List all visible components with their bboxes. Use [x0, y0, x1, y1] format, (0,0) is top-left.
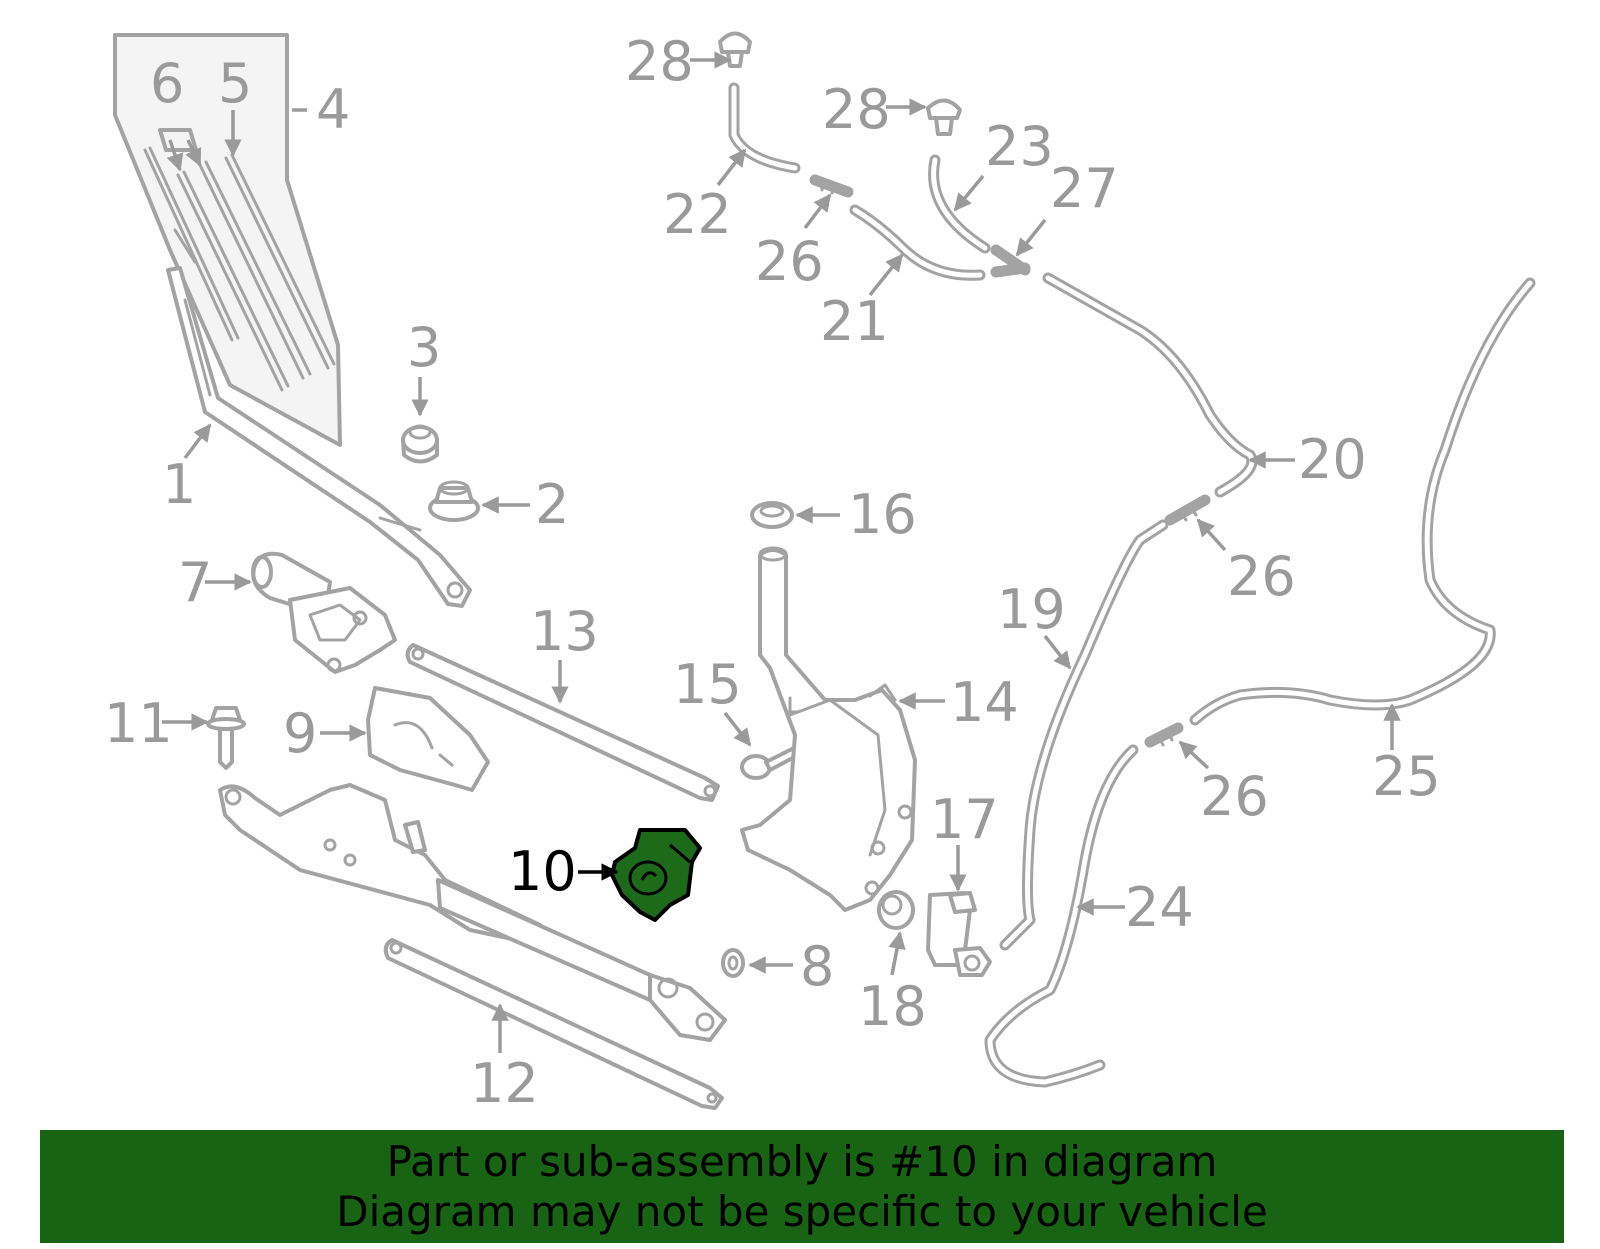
callout-2: 2 — [535, 473, 569, 536]
callout-16: 16 — [848, 483, 917, 546]
callout-14: 14 — [950, 671, 1019, 734]
callout-3: 3 — [407, 316, 441, 379]
callout-9: 9 — [283, 702, 317, 765]
callout-28-b: 28 — [822, 78, 891, 141]
nut — [428, 480, 480, 522]
callout-26-c: 26 — [1200, 765, 1269, 828]
callout-numbers: 1 2 3 4 5 6 7 8 9 10 11 12 13 14 15 16 1… — [104, 30, 1441, 1115]
banner-line-1: Part or sub-assembly is #10 in diagram — [386, 1136, 1218, 1186]
callout-19: 19 — [997, 578, 1066, 641]
callout-10: 10 — [508, 840, 577, 903]
callout-26-b: 26 — [1227, 545, 1296, 608]
callout-4: 4 — [316, 78, 350, 141]
callout-11: 11 — [104, 692, 173, 755]
callout-15: 15 — [673, 653, 742, 716]
wiper-linkage-frame — [218, 783, 727, 1042]
callout-18: 18 — [858, 975, 927, 1038]
callout-8: 8 — [800, 935, 834, 998]
callout-24: 24 — [1125, 876, 1194, 939]
callout-6: 6 — [150, 52, 184, 115]
grommet — [401, 424, 439, 464]
callout-13: 13 — [530, 600, 599, 663]
washer-pump — [926, 891, 992, 977]
pump-grommet — [877, 890, 915, 930]
bolt — [206, 706, 246, 770]
motor-cover — [366, 686, 490, 792]
callout-7: 7 — [178, 551, 212, 614]
highlighted-part-10 — [610, 828, 702, 922]
callout-21: 21 — [820, 290, 889, 353]
info-banner: Part or sub-assembly is #10 in diagram D… — [40, 1130, 1564, 1243]
callout-20: 20 — [1298, 428, 1367, 491]
washer-nozzles — [718, 31, 962, 136]
callout-23: 23 — [985, 115, 1054, 178]
callout-26-a: 26 — [755, 230, 824, 293]
banner-line-2: Diagram may not be specific to your vehi… — [336, 1186, 1268, 1236]
wiper-blade-assembly — [113, 33, 342, 447]
callout-17: 17 — [930, 788, 999, 851]
callout-22: 22 — [663, 183, 732, 246]
drive-rod-lower — [383, 938, 724, 1110]
washer-reservoir — [740, 546, 917, 912]
callout-5: 5 — [218, 52, 252, 115]
callout-1: 1 — [162, 453, 196, 516]
callout-28-a: 28 — [625, 30, 694, 93]
callout-25: 25 — [1372, 745, 1441, 808]
hose-connectors — [809, 174, 1211, 748]
wiper-motor — [251, 551, 397, 674]
linkage-bushing — [721, 948, 745, 978]
callout-27: 27 — [1050, 157, 1119, 220]
filler-cap-seal — [750, 501, 794, 529]
leader-lines — [162, 51, 1401, 1053]
callout-12: 12 — [470, 1052, 539, 1115]
drive-rod-upper — [405, 643, 720, 802]
wiper-arm — [166, 266, 472, 608]
